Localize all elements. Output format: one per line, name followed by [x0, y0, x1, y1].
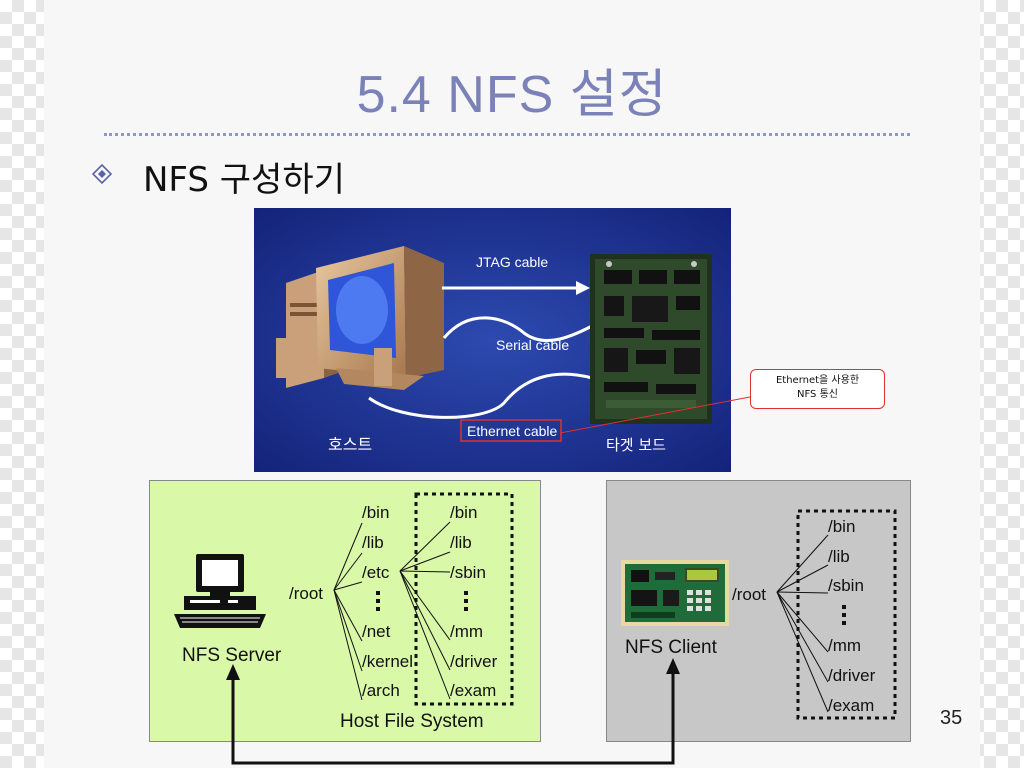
callout-line-2: NFS 통신	[797, 389, 838, 400]
server-dir-arch: /arch	[362, 681, 400, 700]
etc-dir-bin: /bin	[450, 503, 478, 522]
server-dir-bin: /bin	[362, 503, 390, 522]
client-dir-bin: /bin	[828, 517, 856, 536]
client-dir-mm: /mm	[828, 636, 862, 655]
host-computer-icon	[276, 246, 444, 390]
diamond-bullet-icon	[92, 164, 112, 184]
serial-cable-label: Serial cable	[496, 337, 569, 353]
server-dir-net: /net	[362, 622, 391, 641]
nfs-client-label: NFS Client	[625, 637, 717, 658]
callout-line-1: Ethernet을 사용한	[775, 375, 860, 386]
etc-dir-mm: /mm	[450, 622, 484, 641]
setup-photo: JTAG cable Serial cable Ethernet cable 호…	[254, 208, 731, 472]
server-dir-lib: /lib	[362, 533, 384, 552]
target-board-icon	[590, 254, 712, 424]
server-dir-etc: /etc	[362, 563, 390, 582]
etc-dir-lib: /lib	[450, 533, 472, 552]
server-root-label: /root	[289, 584, 324, 603]
server-dir-kernel: /kernel	[362, 652, 414, 671]
slide-title: 5.4 NFS 설정	[356, 66, 668, 124]
target-board-label: 타겟 보드	[606, 436, 666, 454]
client-dir-sbin: /sbin	[828, 576, 864, 595]
ethernet-nfs-callout: Ethernet을 사용한 NFS 통신	[750, 369, 885, 409]
bullet-text: NFS 구성하기	[143, 160, 345, 200]
client-dir-exam: /exam	[828, 696, 875, 715]
etc-dir-driver: /driver	[450, 652, 498, 671]
jtag-cable-label: JTAG cable	[476, 254, 548, 270]
etc-dir-exam: /exam	[450, 681, 497, 700]
host-file-system-caption: Host File System	[340, 711, 484, 732]
client-root-label: /root	[732, 585, 767, 604]
board-icon	[621, 560, 729, 626]
etc-dir-sbin: /sbin	[450, 563, 486, 582]
page-number: 35	[940, 707, 963, 729]
ethernet-cable-label: Ethernet cable	[467, 423, 557, 439]
nfs-server-label: NFS Server	[182, 645, 282, 666]
client-dir-driver: /driver	[828, 666, 876, 685]
computer-icon	[174, 554, 266, 628]
host-label: 호스트	[328, 435, 372, 454]
client-dir-lib: /lib	[828, 547, 850, 566]
title-divider	[104, 133, 910, 136]
